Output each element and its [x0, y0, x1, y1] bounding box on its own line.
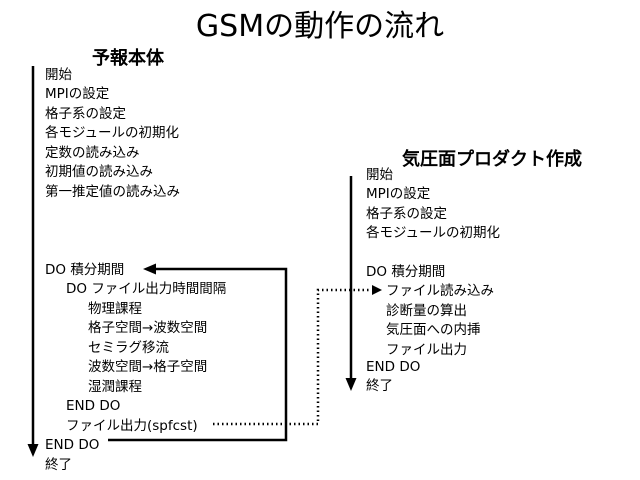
forecast-line-read-initial: 初期値の読み込み	[45, 164, 153, 180]
pressure-product-header: 気圧面プロダクト作成	[402, 149, 582, 170]
pressure-line-mpi-setup: MPIの設定	[366, 186, 431, 202]
forecast-line-end-do-inner: END DO	[66, 398, 121, 414]
forecast-line-end-do-outer: END DO	[45, 437, 100, 453]
diagram-title: GSMの動作の流れ	[195, 9, 445, 44]
forecast-header: 予報本体	[92, 48, 164, 69]
forecast-line-grid-setup: 格子系の設定	[45, 106, 126, 122]
pressure-line-read-file: ファイル読み込み	[386, 283, 494, 299]
forecast-line-mpi-setup: MPIの設定	[45, 86, 110, 102]
pressure-flow-arrow	[345, 176, 357, 391]
pressure-line-interpolate: 気圧面への内挿	[386, 322, 481, 338]
forecast-line-module-init: 各モジュールの初期化	[45, 125, 180, 141]
forecast-line-wave-to-grid: 波数空間→格子空間	[88, 359, 208, 375]
file-transfer-dotted-arrow	[213, 285, 382, 426]
forecast-line-read-guess: 第一推定値の読み込み	[45, 184, 180, 200]
forecast-flow-arrow	[27, 66, 39, 457]
forecast-line-start: 開始	[45, 67, 72, 83]
pressure-line-start: 開始	[366, 167, 393, 183]
forecast-line-semi-lag: セミラグ移流	[88, 340, 169, 356]
forecast-line-do-integration: DO 積分期間	[45, 262, 125, 278]
forecast-line-do-output-interval: DO ファイル出力時間間隔	[66, 281, 227, 297]
pressure-line-end: 終了	[366, 378, 393, 394]
pressure-line-diagnostics: 診断量の算出	[386, 303, 467, 319]
forecast-line-physics: 物理課程	[88, 301, 142, 317]
pressure-line-grid-setup: 格子系の設定	[366, 206, 447, 222]
forecast-line-moist: 湿潤課程	[88, 379, 142, 395]
pressure-line-do-integration: DO 積分期間	[366, 264, 446, 280]
forecast-line-file-output: ファイル出力(spfcst)	[66, 418, 198, 434]
forecast-line-read-const: 定数の読み込み	[45, 145, 140, 161]
pressure-line-module-init: 各モジュールの初期化	[366, 225, 501, 241]
pressure-line-end-do: END DO	[366, 359, 421, 375]
pressure-line-file-output: ファイル出力	[386, 342, 467, 358]
forecast-line-grid-to-wave: 格子空間→波数空間	[88, 320, 208, 336]
forecast-line-end: 終了	[45, 457, 72, 473]
